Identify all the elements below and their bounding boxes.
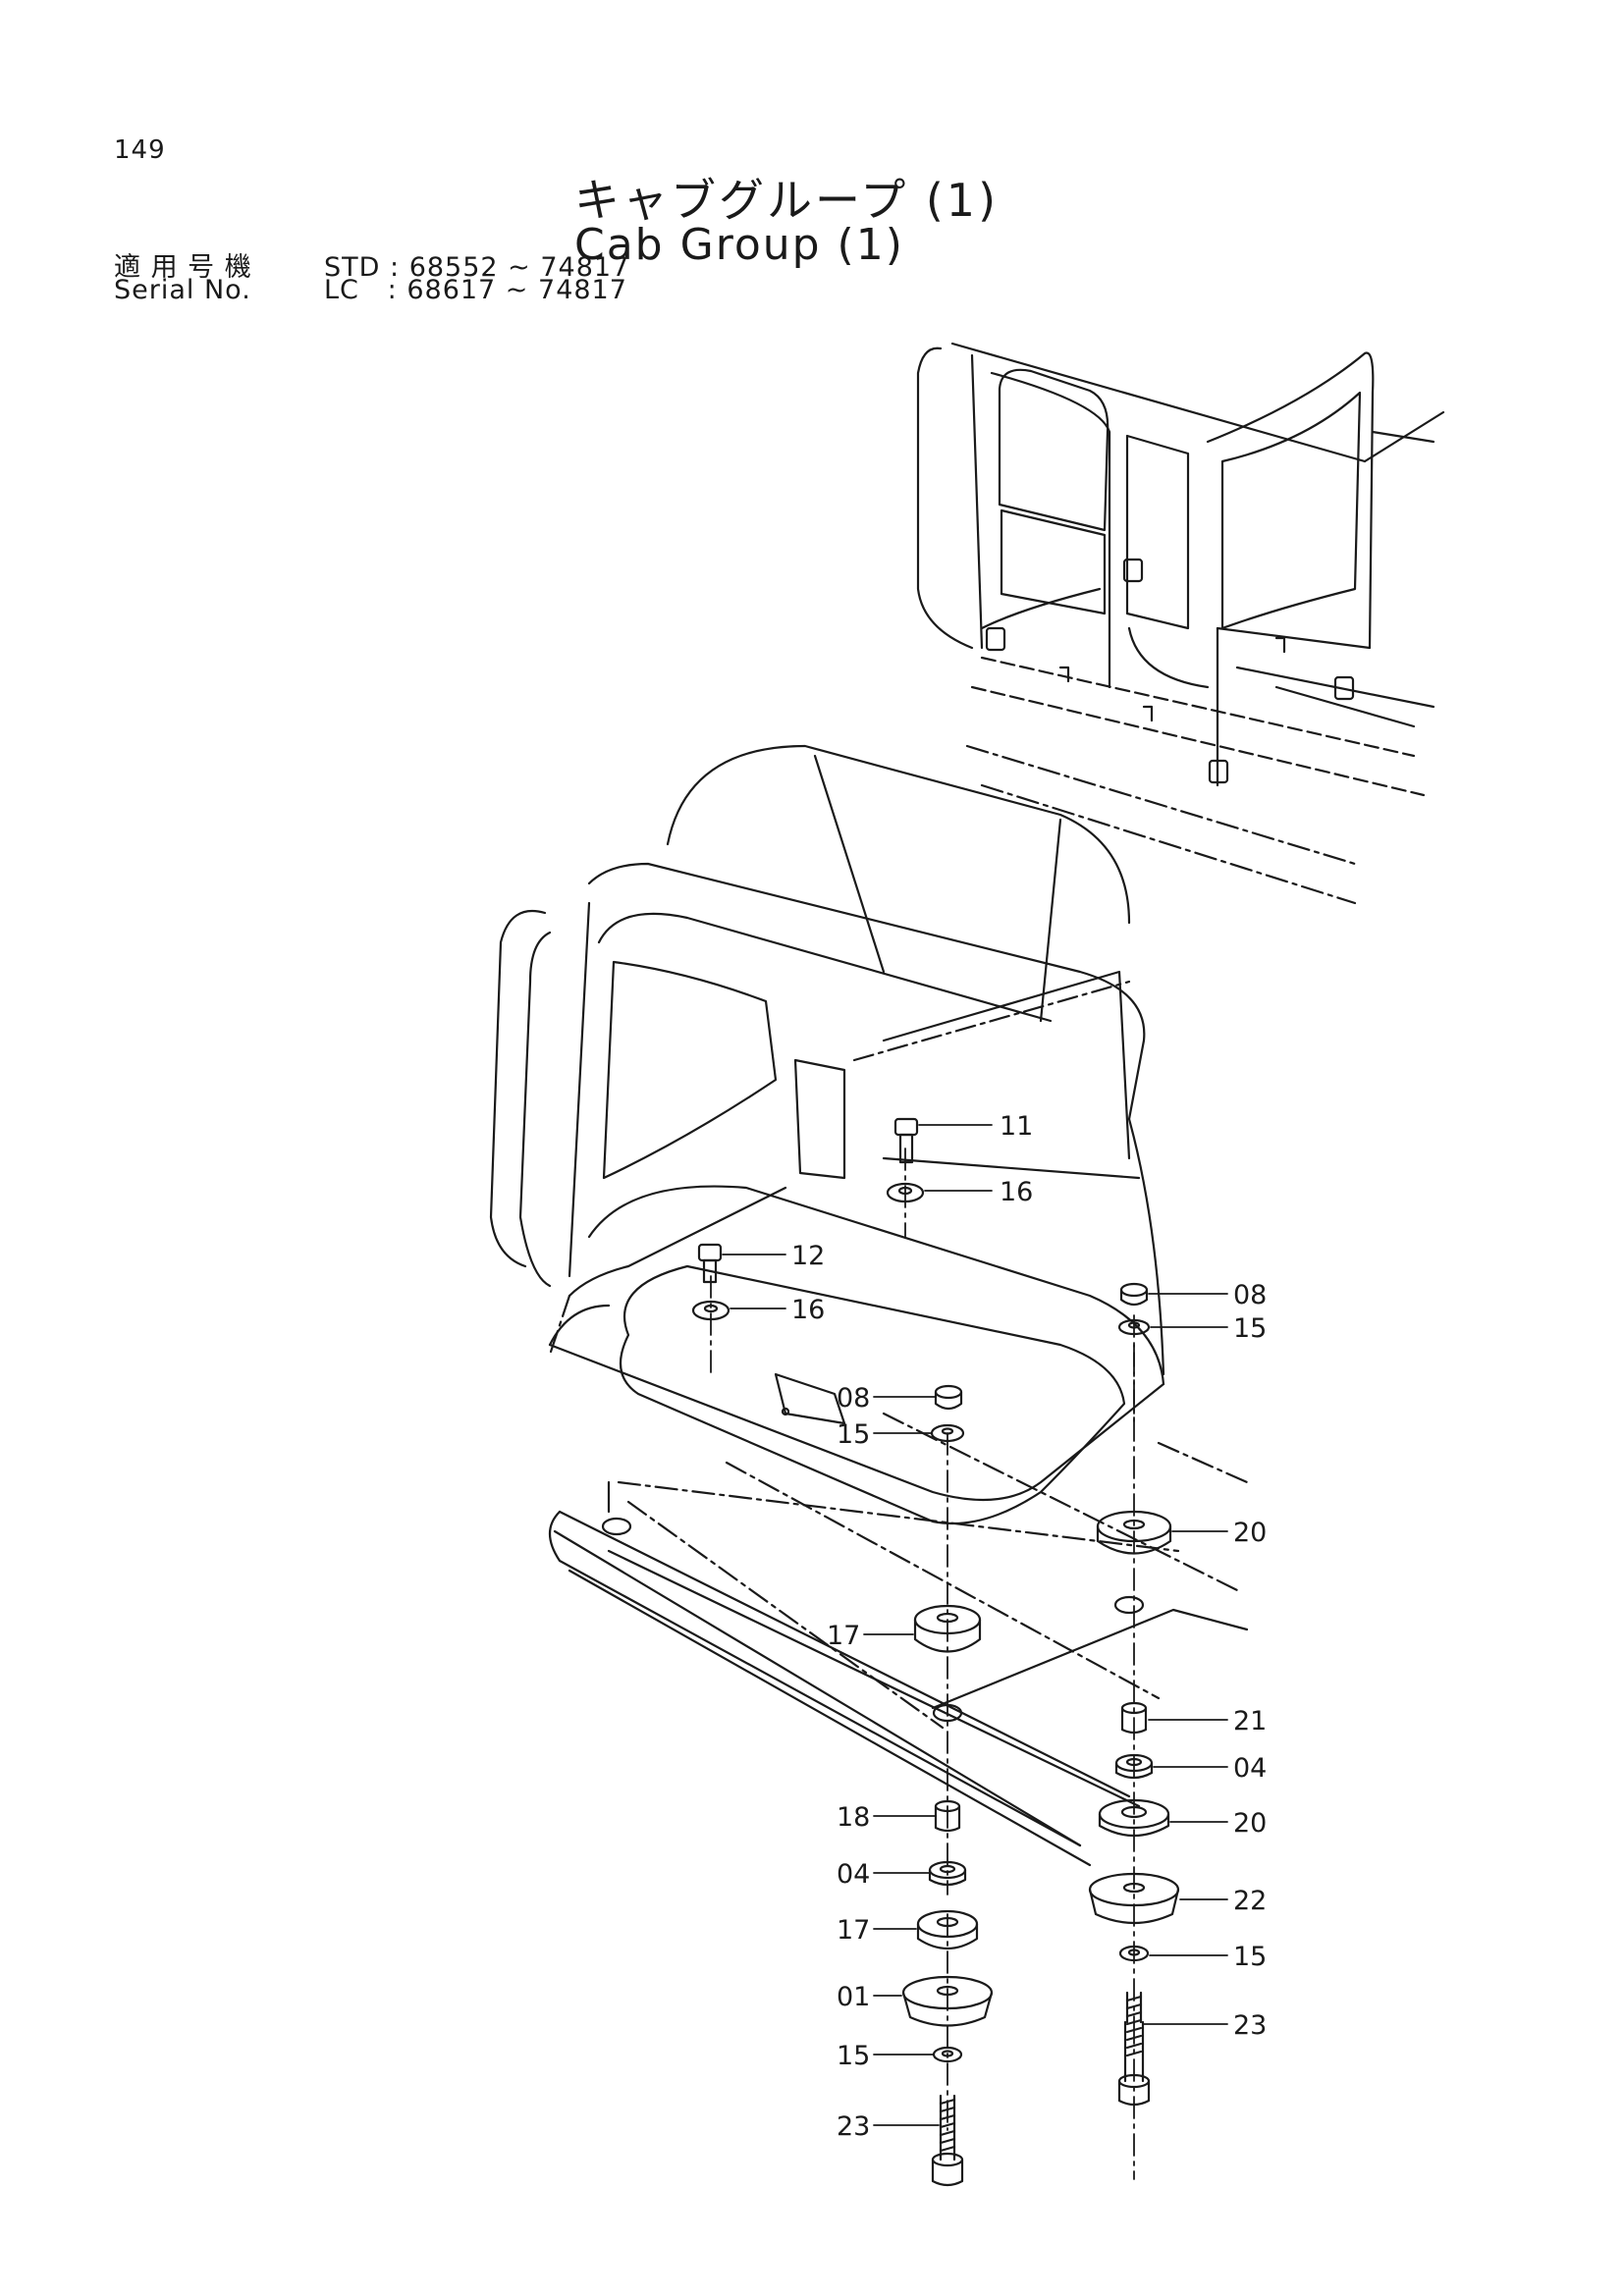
serial-range-std: : 68552 ~ 74817 (390, 252, 630, 283)
callout-16-upper: 16 (1000, 1177, 1033, 1207)
serial-range-lc: : 68617 ~ 74817 (387, 275, 627, 305)
page-number: 149 (114, 135, 166, 165)
callout-11: 11 (1000, 1111, 1033, 1142)
callout-labels: 11 16 12 16 08 15 08 15 20 17 21 04 20 1… (791, 1111, 1267, 2142)
callout-20-upper: 20 (1233, 1518, 1267, 1548)
serial-model-lc: LC (324, 275, 359, 305)
callout-23-centre: 23 (837, 2111, 870, 2142)
title-english: Cab Group (1) (574, 220, 904, 270)
leader-lines (722, 1124, 1228, 2126)
centre-lines (710, 1148, 1135, 2180)
callout-16-left: 16 (791, 1295, 825, 1325)
callout-17-upper: 17 (827, 1621, 860, 1651)
callout-04-right: 04 (1233, 1753, 1267, 1784)
cab-body (489, 744, 1165, 1525)
serial-label-en: Serial No. (114, 275, 251, 305)
title-japanese: キャブグループ (1) (574, 174, 1000, 227)
callout-15-centre: 15 (837, 1419, 870, 1450)
callout-12: 12 (791, 1241, 825, 1271)
frame-base (548, 1372, 1249, 1867)
callout-08-right: 08 (1233, 1280, 1267, 1310)
serial-line-lc: Serial No. LC : 68617 ~ 74817 (114, 275, 627, 305)
callout-01: 01 (837, 1982, 870, 2012)
parts (691, 1117, 1180, 2187)
serial-line-std: 適 用 号 機 STD : 68552 ~ 74817 (114, 245, 629, 284)
callout-23-right: 23 (1233, 2010, 1267, 2041)
callout-17-lower: 17 (837, 1915, 870, 1946)
callout-15-lower-right: 15 (1233, 1942, 1267, 1972)
callout-08-centre: 08 (837, 1383, 870, 1414)
callout-21: 21 (1233, 1706, 1267, 1736)
callout-20-lower: 20 (1233, 1808, 1267, 1839)
callout-15-right: 15 (1233, 1313, 1267, 1344)
serial-label-jp: 適 用 号 機 (114, 252, 252, 283)
callout-18: 18 (837, 1802, 870, 1833)
serial-model-std: STD (324, 252, 381, 283)
inset-cab-view (916, 342, 1445, 905)
callout-15-lower-centre: 15 (837, 2041, 870, 2071)
callout-04-centre: 04 (837, 1859, 870, 1890)
callout-22: 22 (1233, 1886, 1267, 1916)
